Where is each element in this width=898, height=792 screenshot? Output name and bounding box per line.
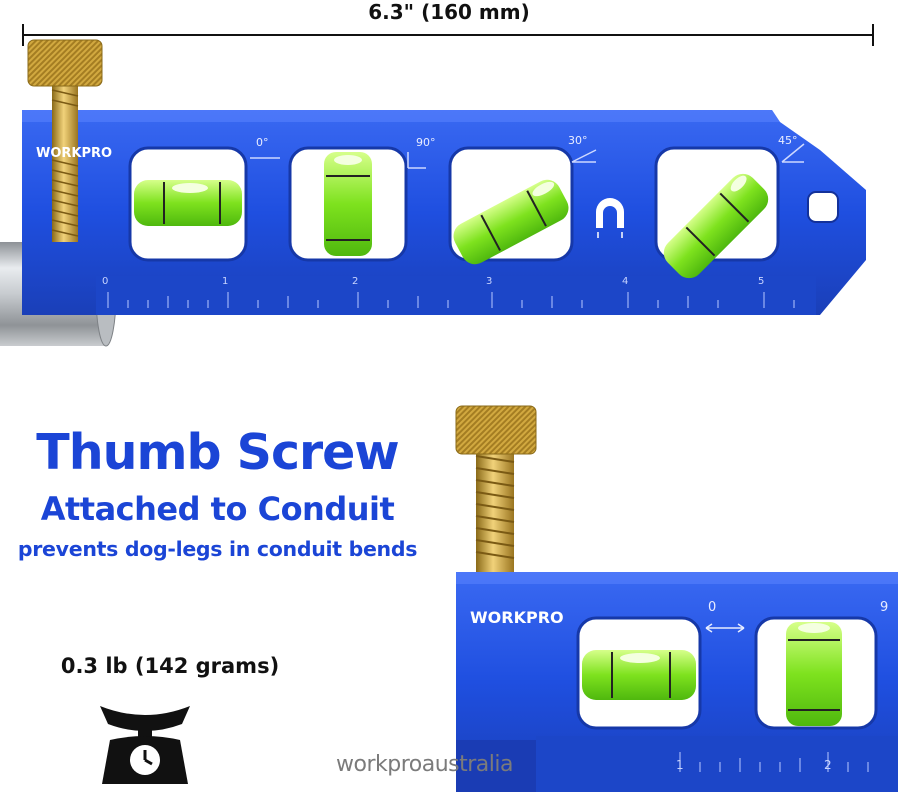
brand-logo-closeup: WORKPRO	[470, 608, 564, 627]
angle-label-closeup-0: 0	[708, 600, 717, 615]
torpedo-level-closeup	[455, 405, 898, 792]
dimension-line	[22, 34, 874, 36]
angle-label-30: 30°	[568, 134, 588, 147]
brand-logo: WORKPRO	[36, 146, 113, 161]
ruler-number: 2	[352, 276, 359, 287]
dimension-label: 6.3" (160 mm)	[368, 0, 530, 24]
thumb-screw	[455, 405, 537, 572]
angle-label-closeup-9: 9	[880, 600, 889, 615]
ruler-number: 3	[486, 276, 493, 287]
ruler-number: 2	[824, 758, 832, 772]
dimension-cap-right	[872, 24, 874, 46]
weight-label: 0.3 lb (142 grams)	[60, 654, 280, 678]
angle-label-0: 0°	[256, 136, 269, 149]
scale-icon	[100, 706, 190, 784]
ruler-number: 1	[222, 276, 229, 287]
angle-label-45: 45°	[778, 134, 798, 147]
ruler-number: 5	[758, 276, 765, 287]
headline-subtitle: Attached to Conduit	[40, 490, 395, 528]
ruler-number: 1	[676, 758, 684, 772]
thumb-screw	[27, 39, 103, 242]
headline-title: Thumb Screw	[36, 424, 399, 481]
ruler-number: 0	[102, 276, 109, 287]
torpedo-level-top	[0, 39, 866, 347]
watermark: workproaustralia	[336, 752, 513, 777]
ruler-number: 4	[622, 276, 629, 287]
angle-label-90: 90°	[416, 136, 436, 149]
headline-caption: prevents dog-legs in conduit bends	[17, 537, 418, 561]
dimension-cap-left	[22, 24, 24, 46]
magnet-icon	[596, 198, 624, 238]
